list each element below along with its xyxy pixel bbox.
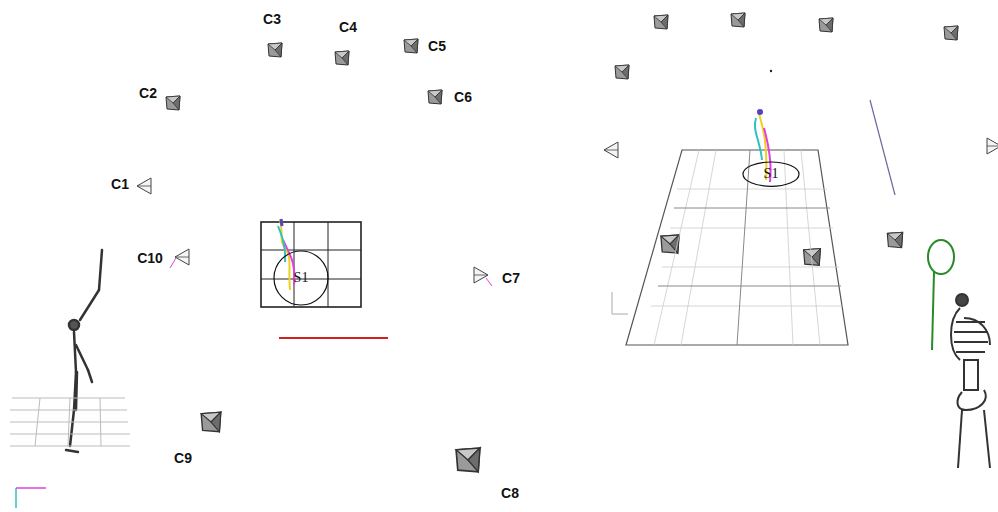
camera-label: C4 (339, 20, 357, 34)
camera (268, 43, 282, 57)
camera-ring (604, 13, 998, 265)
camera-label: C10 (137, 251, 163, 265)
camera (428, 90, 442, 104)
skeleton-figure (928, 240, 990, 468)
capture-floor-grid (626, 150, 848, 345)
camera-label: C5 (428, 39, 446, 53)
camera (175, 249, 189, 265)
subject-marker: S1 (742, 161, 800, 187)
camera-label: C3 (263, 12, 281, 26)
camera-label: C8 (501, 486, 519, 500)
camera (201, 412, 221, 432)
camera (404, 39, 418, 53)
camera-label: C9 (174, 451, 192, 465)
camera (137, 178, 151, 194)
camera-label: C7 (502, 271, 520, 285)
camera (456, 448, 480, 472)
camera (474, 267, 488, 283)
floor-grid (10, 398, 130, 446)
camera-label: C2 (139, 86, 157, 100)
motion-trace (278, 219, 294, 290)
camera-label: C6 (454, 90, 472, 104)
subject-label: S1 (294, 271, 309, 285)
subject-label: S1 (764, 167, 779, 181)
subject-marker: S1 (273, 250, 329, 306)
camera (335, 51, 349, 65)
camera-label: C1 (111, 177, 129, 191)
capture-grid (261, 222, 361, 307)
axis-line (279, 337, 388, 339)
camera (166, 96, 180, 110)
